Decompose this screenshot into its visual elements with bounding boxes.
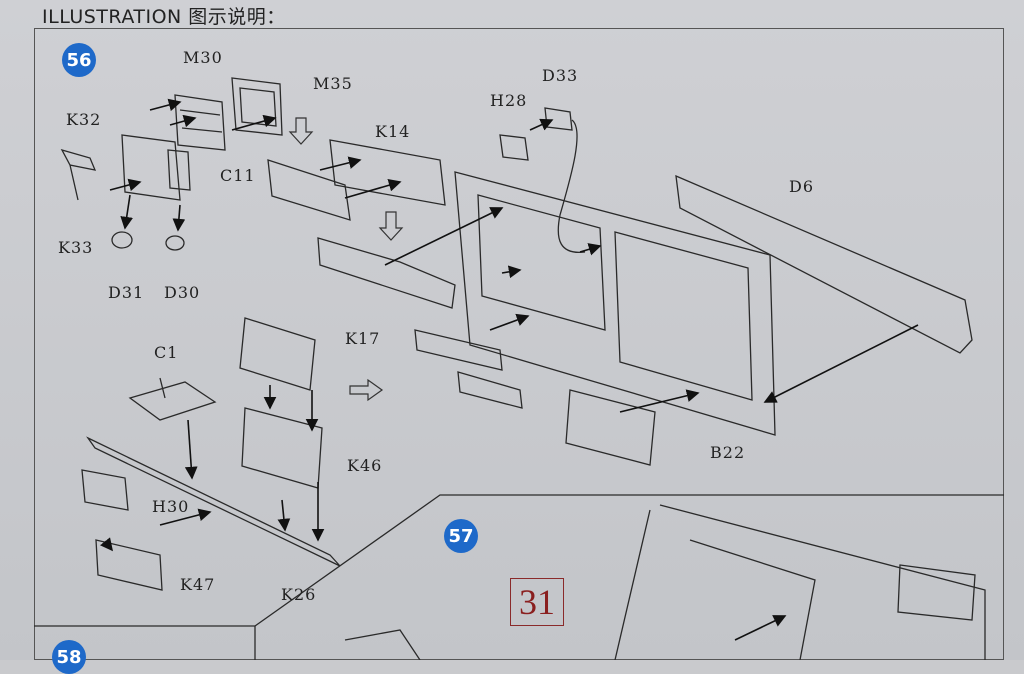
part-k46 (241, 407, 323, 489)
label-k26: K26 (281, 585, 317, 604)
page-number: 31 (510, 578, 564, 626)
label-k17: K17 (345, 329, 381, 348)
label-k14: K14 (375, 122, 411, 141)
part-d30 (165, 235, 185, 251)
illustration-header: ILLUSTRATION 图示说明： (42, 6, 286, 28)
step-56-badge: 56 (62, 43, 96, 77)
label-c1: C1 (154, 343, 179, 362)
label-d31: D31 (108, 283, 145, 302)
label-k32: K32 (66, 110, 102, 129)
part-k32 (60, 148, 97, 201)
label-m30: M30 (183, 48, 223, 67)
label-c11: C11 (220, 166, 256, 185)
part-k17 (239, 317, 316, 391)
label-d33: D33 (542, 66, 579, 85)
step-57-badge: 57 (444, 519, 478, 553)
part-h30 (81, 469, 129, 511)
part-d31 (111, 231, 133, 249)
part-b22 (454, 171, 776, 436)
label-h30: H30 (152, 497, 190, 516)
step-58-badge: 58 (52, 640, 86, 674)
part-m30 (174, 94, 226, 151)
label-b22: B22 (710, 443, 746, 462)
part-d6 (675, 174, 973, 354)
label-k47: K47 (180, 575, 216, 594)
label-m35: M35 (313, 74, 353, 93)
part-h28 (499, 134, 529, 161)
label-k33: K33 (58, 238, 94, 257)
part-d33 (544, 107, 573, 131)
part-k14 (329, 139, 446, 206)
label-d6: D6 (789, 177, 815, 196)
label-d30: D30 (164, 283, 201, 302)
assembly-drawing (34, 77, 1004, 660)
part-k26 (86, 436, 341, 567)
part-c1 (128, 377, 217, 421)
label-h28: H28 (490, 91, 528, 110)
part-m35 (231, 77, 283, 136)
label-k46: K46 (347, 456, 383, 475)
part-c11 (121, 134, 181, 201)
part-k47 (95, 539, 163, 591)
